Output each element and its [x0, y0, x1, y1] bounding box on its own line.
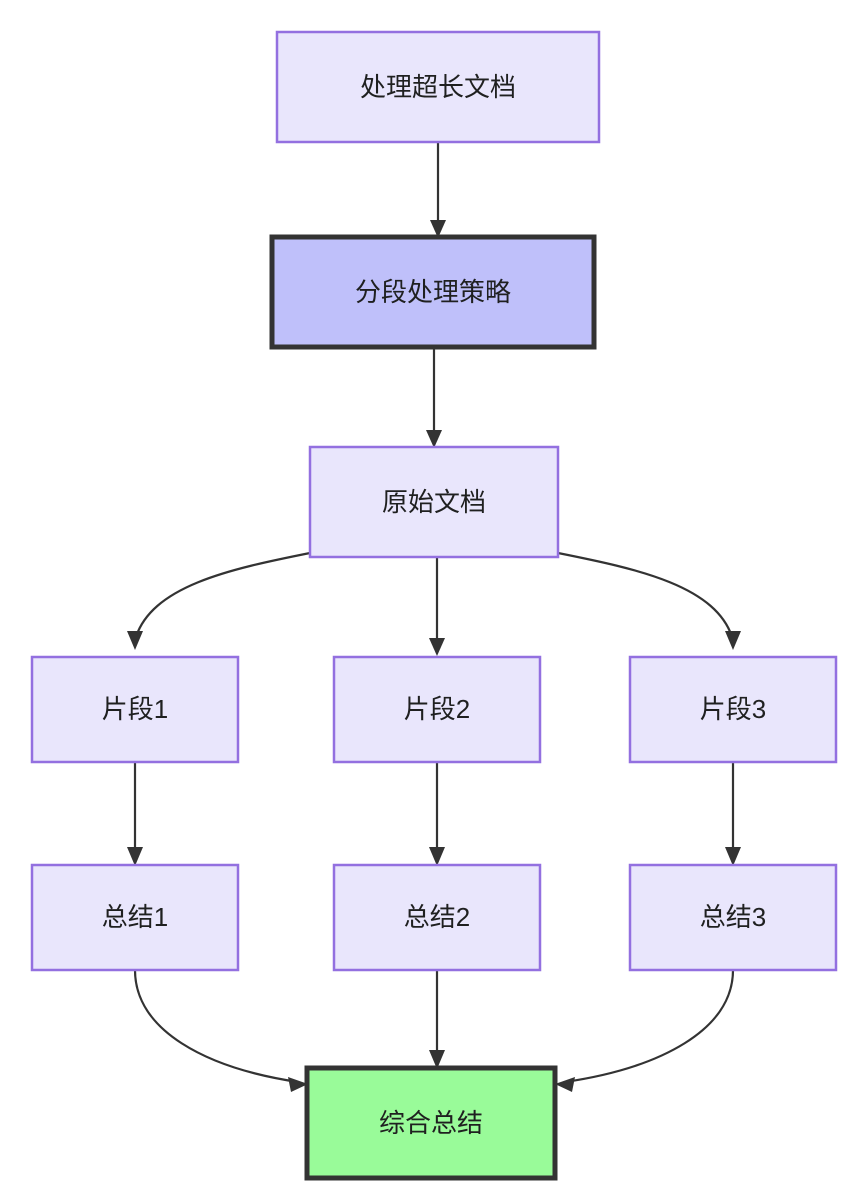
node-shape[interactable]	[269, 234, 597, 350]
edge-line	[133, 551, 311, 641]
edge-line	[133, 969, 299, 1084]
node-label: 总结1	[102, 902, 168, 932]
node-summary-1[interactable]: 总结1	[30, 863, 240, 972]
node-label: 处理超长文档	[360, 72, 516, 102]
node-source-document[interactable]: 原始文档	[308, 445, 560, 559]
edge-line	[557, 551, 735, 641]
node-final-summary[interactable]: 综合总结	[304, 1065, 558, 1181]
arrow-head-icon	[426, 430, 442, 448]
edge-summary-3-to-final	[555, 969, 735, 1092]
node-chunking-strategy[interactable]: 分段处理策略	[269, 234, 597, 350]
edge-line	[564, 969, 735, 1084]
edge-process-to-strategy	[430, 142, 446, 238]
edge-summary-2-to-final	[429, 970, 445, 1069]
node-fragment-2[interactable]: 片段2	[332, 655, 542, 764]
node-shape[interactable]	[332, 863, 542, 972]
edge-source-to-fragment-1	[127, 551, 311, 650]
node-shape[interactable]	[628, 863, 838, 972]
node-shape[interactable]	[332, 655, 542, 764]
node-shape[interactable]	[275, 30, 601, 144]
node-shape[interactable]	[308, 445, 560, 559]
node-shape[interactable]	[304, 1065, 558, 1181]
arrow-head-icon	[429, 638, 445, 656]
node-summary-2[interactable]: 总结2	[332, 863, 542, 972]
arrow-head-icon	[429, 847, 445, 866]
edge-source-to-fragment-3	[557, 551, 741, 650]
node-summary-3[interactable]: 总结3	[628, 863, 838, 972]
edge-source-to-fragment-2	[429, 557, 445, 656]
node-label: 综合总结	[379, 1108, 483, 1138]
node-shape[interactable]	[628, 655, 838, 764]
arrow-head-icon	[127, 847, 143, 866]
node-label: 原始文档	[382, 487, 486, 517]
node-label: 总结2	[404, 902, 470, 932]
edge-layer	[127, 142, 741, 1092]
arrow-head-icon	[430, 220, 446, 238]
edge-summary-1-to-final	[133, 969, 308, 1092]
edge-fragment-1-to-summary-1	[127, 762, 143, 866]
node-fragment-1[interactable]: 片段1	[30, 655, 240, 764]
node-label: 片段1	[102, 694, 168, 724]
node-layer: 处理超长文档 分段处理策略 原始文档 片段1 片段2 片段3	[30, 30, 838, 1181]
edge-strategy-to-source	[426, 347, 442, 448]
edge-fragment-3-to-summary-3	[725, 762, 741, 866]
node-shape[interactable]	[30, 655, 240, 764]
arrow-head-icon	[429, 1050, 445, 1069]
node-shape[interactable]	[30, 863, 240, 972]
node-fragment-3[interactable]: 片段3	[628, 655, 838, 764]
arrow-head-icon	[127, 631, 143, 650]
arrow-head-icon	[555, 1077, 575, 1092]
node-label: 片段2	[404, 694, 470, 724]
arrow-head-icon	[725, 631, 741, 650]
arrow-head-icon	[725, 847, 741, 866]
node-label: 总结3	[700, 902, 766, 932]
node-process-long-document[interactable]: 处理超长文档	[275, 30, 601, 144]
arrow-head-icon	[288, 1077, 308, 1092]
node-label: 片段3	[700, 694, 766, 724]
edge-fragment-2-to-summary-2	[429, 762, 445, 866]
node-label: 分段处理策略	[355, 277, 511, 307]
